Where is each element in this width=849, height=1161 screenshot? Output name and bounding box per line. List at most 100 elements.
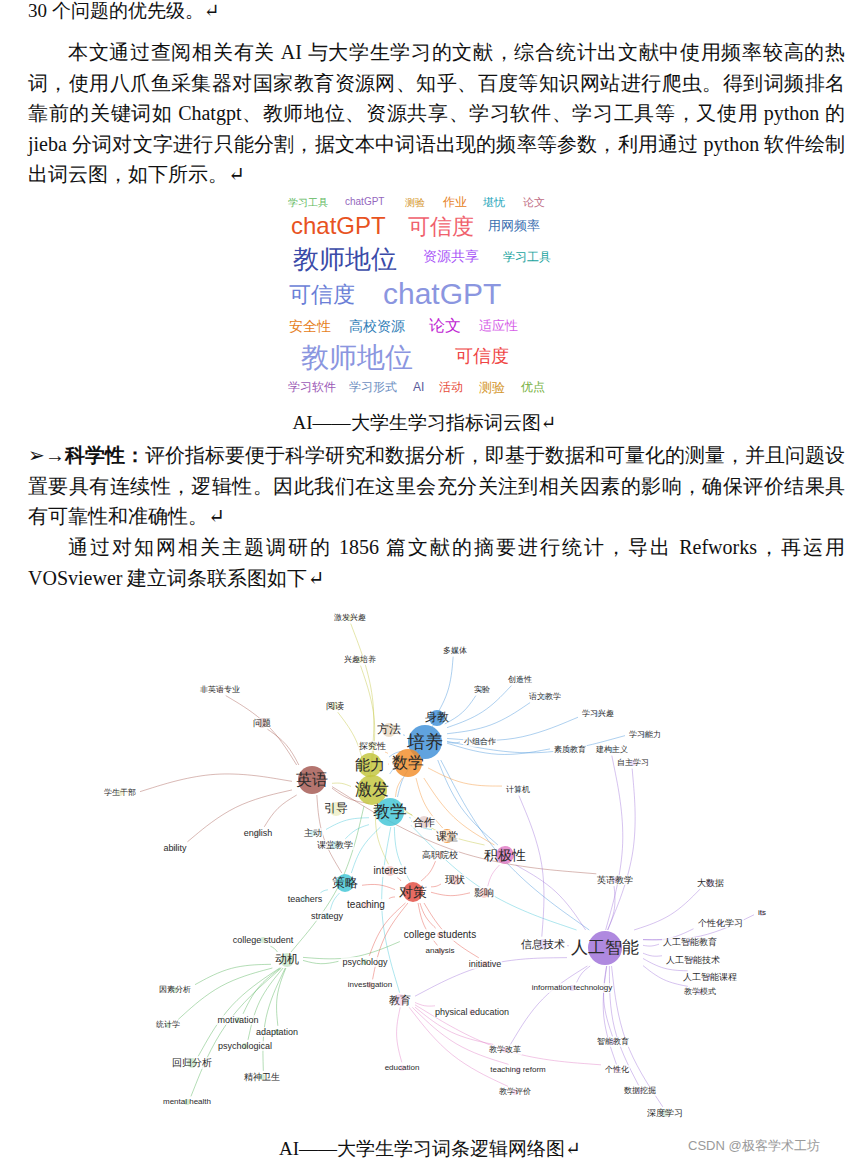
keyword-link <box>397 878 401 881</box>
node-label: 对策 <box>398 884 428 900</box>
keyword-node: 自主学习 <box>613 757 653 768</box>
body-paragraph: ➢→科学性：评价指标要便于科学研究和数据分析，即基于数据和可量化的测量，并且问题… <box>28 440 845 532</box>
node-label: psychological <box>217 1041 273 1051</box>
keyword-link <box>441 760 590 930</box>
keyword-node: 个性化学习 <box>694 917 747 929</box>
node-label: 回归分析 <box>171 1057 213 1069</box>
keyword-node: 教学评价 <box>495 1086 535 1097</box>
keyword-link <box>420 903 436 928</box>
node-label-group: 实验 <box>473 685 491 694</box>
keyword-node: 建构主义 <box>592 744 632 755</box>
node-label-group: physical education <box>434 1007 510 1017</box>
node-label: 主动 <box>303 828 323 838</box>
keyword-node: initiative <box>465 958 506 970</box>
node-label: adaptation <box>255 1027 299 1037</box>
node-label: 因素分析 <box>158 985 192 994</box>
keyword-node: 实验 <box>470 684 494 695</box>
node-label-group: 英语 <box>295 771 329 789</box>
node-label: 高职院校 <box>421 850 459 860</box>
node-label-group: 教学改革 <box>488 1045 522 1054</box>
node-label-group: 探究性 <box>358 741 387 751</box>
node-label-group: 问题 <box>252 718 272 728</box>
node-label-group: 英语教学 <box>596 875 634 885</box>
node-label: 策略 <box>331 876 359 891</box>
node-label: investigation <box>347 980 393 989</box>
node-label-group: initiative <box>468 959 503 969</box>
node-label-group: 信息技术 <box>520 938 566 951</box>
node-label-group: 非英语专业 <box>199 685 241 694</box>
node-label-group: 学习兴趣 <box>581 709 615 718</box>
node-label: teaching <box>346 899 386 911</box>
node-label: 兴趣培养 <box>343 655 377 664</box>
keyword-link <box>447 703 530 734</box>
word-cloud-term: 教师地位 <box>301 343 413 374</box>
node-label: analysis <box>425 946 456 955</box>
node-label: its <box>757 908 767 917</box>
keyword-node: 阅读 <box>322 700 348 712</box>
node-label-group: teachers <box>287 894 324 904</box>
keyword-node: 数据挖掘 <box>620 1085 660 1096</box>
node-label-group: 合作 <box>412 816 436 829</box>
node-label: 激发兴趣 <box>333 613 367 622</box>
node-label-group: 因素分析 <box>158 985 192 994</box>
body-paragraph: 通过对知网相关主题调研的 1856 篇文献的摘要进行统计，导出 Refworks… <box>28 532 845 593</box>
node-label-group: 激发 <box>354 780 390 800</box>
word-cloud-term: 测验 <box>479 381 505 395</box>
word-cloud-term: 作业 <box>443 196 467 209</box>
node-label-group: 建构主义 <box>595 745 629 754</box>
node-label: ability <box>162 843 187 853</box>
word-cloud-term: chatGPT <box>291 213 386 239</box>
node-label: information technology <box>531 983 614 992</box>
node-label: 人工智能课程 <box>682 972 738 982</box>
node-label: initiative <box>468 959 503 969</box>
body-text: 30 个问题的优先级。↵ <box>28 0 528 23</box>
keyword-link <box>320 890 328 893</box>
node-label: 引导 <box>323 802 349 816</box>
keyword-link <box>409 817 411 819</box>
node-label-group: 影响 <box>473 887 495 899</box>
keyword-node: 英语教学 <box>593 874 637 886</box>
keyword-node: 素质教育 <box>550 744 590 755</box>
word-cloud-term: chatGPT <box>345 196 384 207</box>
node-label-group: 统计学 <box>155 1020 181 1029</box>
keyword-node: mental health <box>159 1096 215 1107</box>
keyword-link <box>267 729 298 765</box>
keyword-node: psychological <box>214 1040 276 1052</box>
word-cloud-term: 可信度 <box>455 347 509 367</box>
keyword-link <box>351 624 374 774</box>
node-label-group: 引导 <box>323 802 349 816</box>
node-label: college student <box>232 935 295 945</box>
keyword-link <box>326 818 369 830</box>
keyword-link <box>634 889 700 930</box>
node-label-group: 课堂 <box>435 830 459 843</box>
node-label: 语文教学 <box>528 692 562 701</box>
keyword-link <box>303 960 338 963</box>
node-label: 学习能力 <box>628 730 662 739</box>
node-label-group: 人工智能教育 <box>662 937 718 947</box>
watermark: CSDN @极客学术工坊 <box>688 1137 820 1155</box>
keyword-node: college student <box>229 934 298 946</box>
node-label: 人工智能 <box>570 938 640 958</box>
keyword-node: education <box>381 1062 424 1073</box>
keyword-link <box>330 893 339 910</box>
node-label-group: college students <box>403 929 477 941</box>
keyword-node: motivation <box>213 1014 262 1026</box>
node-label-group: 主动 <box>303 828 323 838</box>
keyword-node: 非英语专业 <box>196 684 244 695</box>
node-label: teaching reform <box>489 1065 547 1074</box>
word-cloud-term: 学习形式 <box>349 381 397 394</box>
keyword-link <box>612 966 663 1107</box>
body-text: 评价指标要便于科学研究和数据分析，即基于数据和可量化的测量，并且问题设置要具有连… <box>28 444 845 527</box>
node-label: interest <box>373 865 408 877</box>
keyword-link <box>226 696 297 765</box>
word-cloud-term: 可信度 <box>408 215 474 239</box>
keyword-node: 精神卫生 <box>240 1071 284 1083</box>
node-label-group: 个性化学习 <box>697 918 744 928</box>
node-label-group: 人工智能课程 <box>682 972 738 982</box>
node-label: 精神卫生 <box>243 1072 281 1082</box>
node-label-group: ability <box>162 843 187 853</box>
node-label-group: english <box>243 828 274 838</box>
word-cloud-term: 资源共享 <box>423 249 479 264</box>
keyword-node: 深度学习 <box>643 1107 687 1119</box>
word-cloud-term: 学习工具 <box>503 251 551 264</box>
